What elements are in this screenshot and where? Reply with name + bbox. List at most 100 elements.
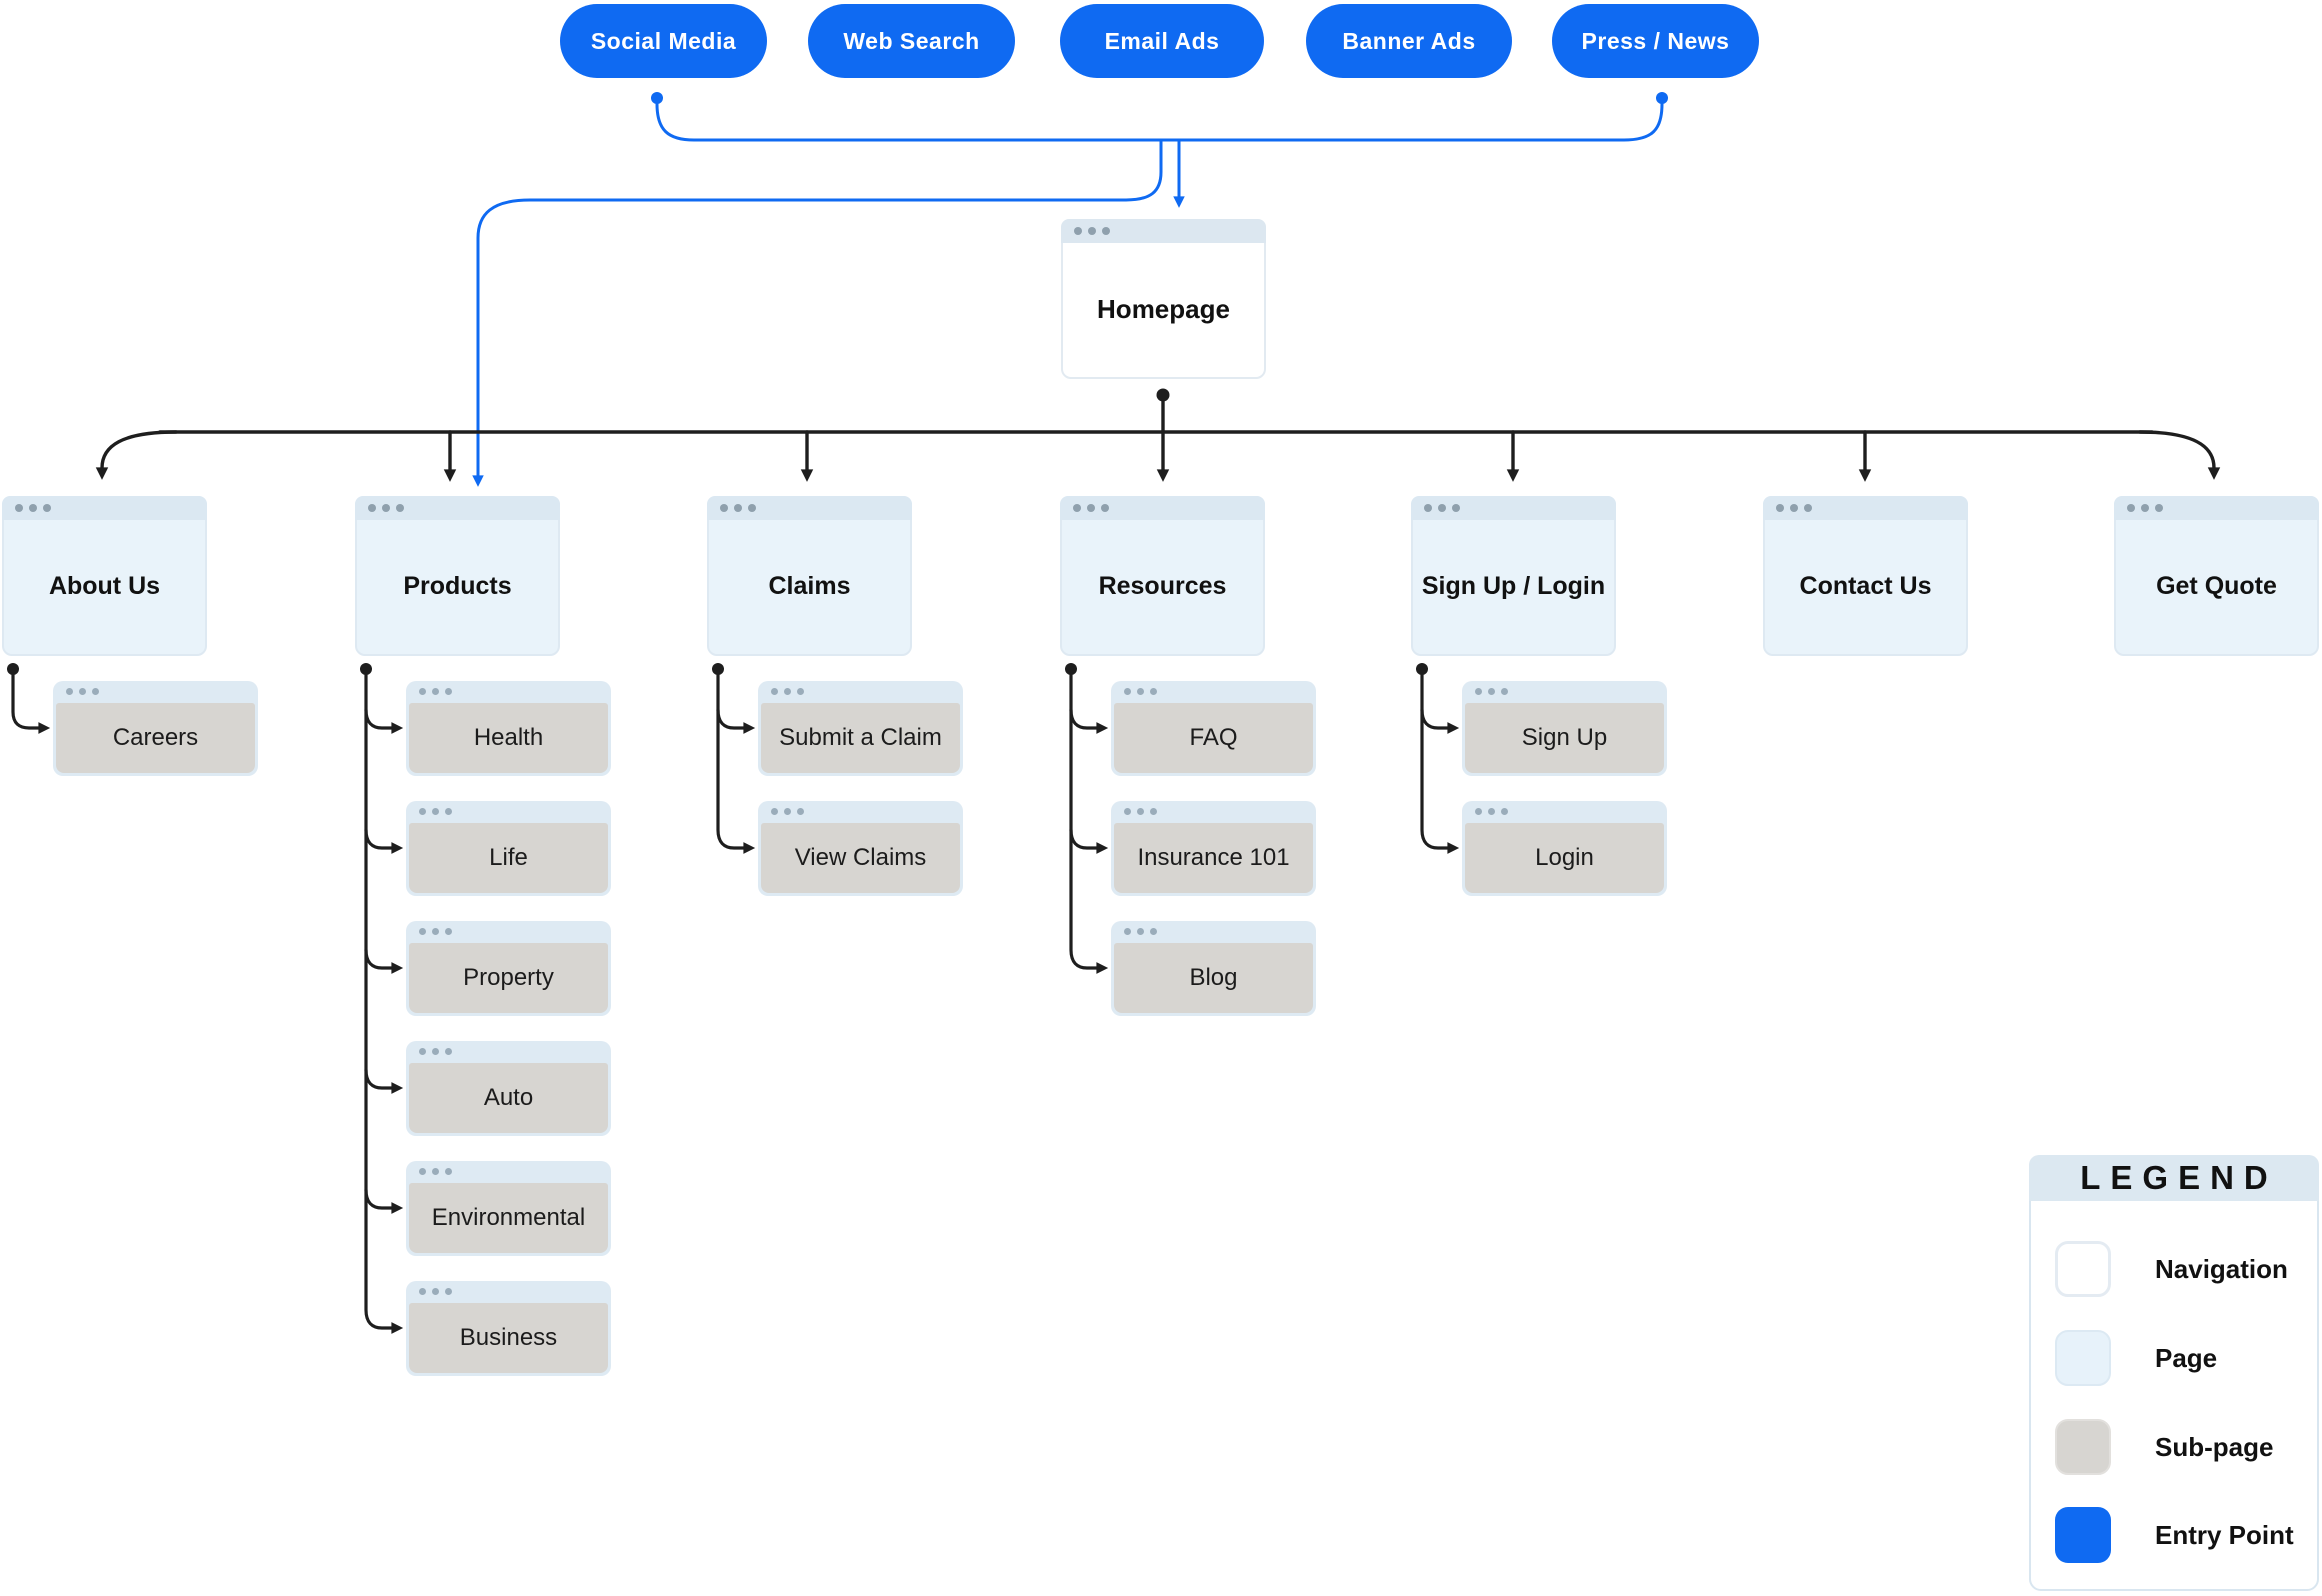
- subpage-box-life[interactable]: Life: [406, 801, 611, 896]
- window-body: Homepage: [1063, 243, 1264, 375]
- subpage-box-property[interactable]: Property: [406, 921, 611, 1016]
- window-header: [1061, 219, 1266, 243]
- entry-point-label: Email Ads: [1104, 27, 1220, 54]
- subpage-title: Property: [463, 964, 554, 991]
- entry-point-press-news[interactable]: Press / News: [1552, 4, 1759, 78]
- subpage-box-login[interactable]: Login: [1462, 801, 1667, 896]
- entry-point-banner-ads[interactable]: Banner Ads: [1306, 4, 1512, 78]
- window-body: Property: [409, 943, 608, 1013]
- subpage-title: Blog: [1189, 964, 1238, 991]
- window-header: [758, 681, 963, 703]
- entry-point-email-ads[interactable]: Email Ads: [1060, 4, 1264, 78]
- window-header: [1111, 801, 1316, 823]
- window-body: Products: [357, 520, 558, 652]
- window-body: Blog: [1114, 943, 1313, 1013]
- subpage-title: Submit a Claim: [779, 724, 942, 751]
- window-body: View Claims: [761, 823, 960, 893]
- entry-point-web-search[interactable]: Web Search: [808, 4, 1015, 78]
- window-body: Login: [1465, 823, 1664, 893]
- window-header: [1763, 496, 1968, 520]
- window-header: [1060, 496, 1265, 520]
- window-dots-icon: [1475, 688, 1482, 695]
- window-dots-icon: [368, 504, 376, 512]
- entry-point-label: Banner Ads: [1342, 27, 1476, 54]
- window-header: [2114, 496, 2319, 520]
- legend-item-navigation: Navigation: [2055, 1241, 2288, 1297]
- page-box-resources[interactable]: Resources: [1060, 496, 1265, 656]
- window-header: [1462, 681, 1667, 703]
- window-body: Environmental: [409, 1183, 608, 1253]
- page-title: Sign Up / Login: [1421, 571, 1606, 600]
- window-header: [53, 681, 258, 703]
- page-title: Get Quote: [2156, 571, 2277, 600]
- subpage-title: Auto: [483, 1084, 534, 1111]
- window-dots-icon: [771, 688, 778, 695]
- subpage-title: FAQ: [1189, 724, 1238, 751]
- subpage-box-environmental[interactable]: Environmental: [406, 1161, 611, 1256]
- subpage-box-business[interactable]: Business: [406, 1281, 611, 1376]
- window-header: [758, 801, 963, 823]
- window-header: [2, 496, 207, 520]
- entry-point-label: Social Media: [590, 27, 737, 54]
- subpage-box-health[interactable]: Health: [406, 681, 611, 776]
- legend-item-sub-page: Sub-page: [2055, 1419, 2273, 1475]
- page-box-claims[interactable]: Claims: [707, 496, 912, 656]
- legend-item-label: Sub-page: [2155, 1431, 2274, 1462]
- window-header: [707, 496, 912, 520]
- subpage-box-faq[interactable]: FAQ: [1111, 681, 1316, 776]
- page-box-sign-up-login[interactable]: Sign Up / Login: [1411, 496, 1616, 656]
- subpage-box-submit-a-claim[interactable]: Submit a Claim: [758, 681, 963, 776]
- subpage-title: Life: [489, 844, 528, 871]
- page-box-contact-us[interactable]: Contact Us: [1763, 496, 1968, 656]
- subpage-title: Careers: [112, 724, 199, 751]
- window-body: Contact Us: [1765, 520, 1966, 652]
- subpage-title: Environmental: [431, 1204, 586, 1231]
- window-header: [406, 801, 611, 823]
- page-box-get-quote[interactable]: Get Quote: [2114, 496, 2319, 656]
- window-body: Resources: [1062, 520, 1263, 652]
- entry-point-social-media[interactable]: Social Media: [560, 4, 767, 78]
- legend-item-entry-point: Entry Point: [2055, 1507, 2294, 1563]
- homepage-tree-lines: [95, 388, 2221, 482]
- homepage-title: Homepage: [1097, 293, 1230, 324]
- entry-point-label: Press / News: [1581, 27, 1730, 54]
- subpage-title: Login: [1535, 844, 1594, 871]
- subpage-box-blog[interactable]: Blog: [1111, 921, 1316, 1016]
- subpage-box-sign-up[interactable]: Sign Up: [1462, 681, 1667, 776]
- legend-title: LEGEND: [2080, 1159, 2278, 1196]
- window-body: FAQ: [1114, 703, 1313, 773]
- subpage-box-auto[interactable]: Auto: [406, 1041, 611, 1136]
- subpage-box-insurance-101[interactable]: Insurance 101: [1111, 801, 1316, 896]
- window-header: [406, 1281, 611, 1303]
- window-body: Insurance 101: [1114, 823, 1313, 893]
- window-dots-icon: [66, 688, 73, 695]
- window-dots-icon: [2127, 504, 2135, 512]
- window-dots-icon: [419, 1048, 426, 1055]
- subpage-box-careers[interactable]: Careers: [53, 681, 258, 776]
- page-box-about-us[interactable]: About Us: [2, 496, 207, 656]
- window-header: [406, 681, 611, 703]
- window-dots-icon: [1475, 808, 1482, 815]
- window-dots-icon: [15, 504, 23, 512]
- window-header: [1462, 801, 1667, 823]
- page-title: Products: [403, 571, 512, 600]
- legend-item-label: Navigation: [2155, 1253, 2288, 1284]
- entry-point-swatch-icon: [2055, 1507, 2111, 1563]
- subpage-title: Insurance 101: [1137, 844, 1290, 871]
- window-header: [1411, 496, 1616, 520]
- window-body: Business: [409, 1303, 608, 1373]
- window-dots-icon: [1124, 928, 1131, 935]
- window-dots-icon: [1073, 504, 1081, 512]
- homepage-box[interactable]: Homepage: [1061, 219, 1266, 379]
- page-box-products[interactable]: Products: [355, 496, 560, 656]
- window-dots-icon: [1124, 688, 1131, 695]
- page-title: About Us: [48, 571, 161, 600]
- subpage-title: Business: [459, 1324, 558, 1351]
- window-body: Auto: [409, 1063, 608, 1133]
- entry-point-label: Web Search: [843, 27, 980, 54]
- page-title: Contact Us: [1799, 571, 1932, 600]
- window-header: [406, 1161, 611, 1183]
- window-dots-icon: [419, 688, 426, 695]
- window-body: Health: [409, 703, 608, 773]
- subpage-box-view-claims[interactable]: View Claims: [758, 801, 963, 896]
